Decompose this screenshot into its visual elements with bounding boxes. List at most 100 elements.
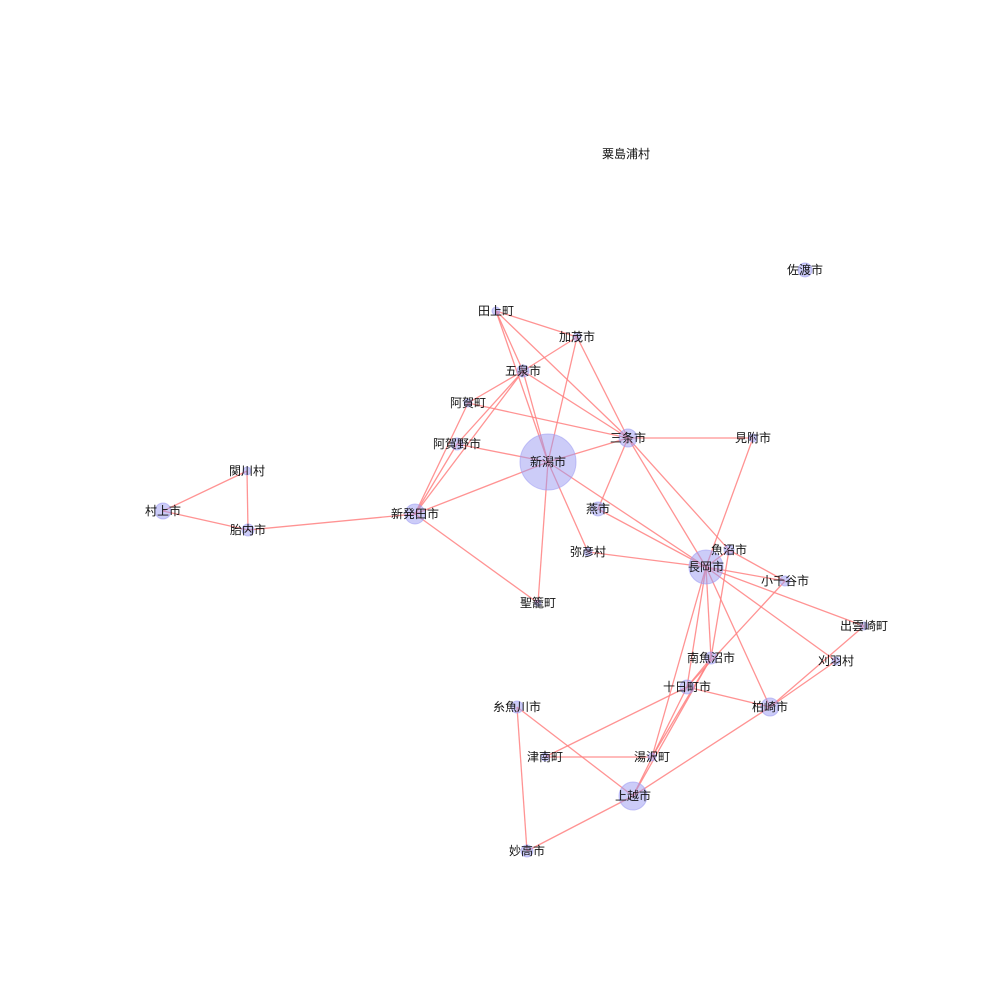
- node-kariwa: [831, 656, 841, 666]
- node-yahiko: [583, 547, 593, 557]
- edge-minamiuonuma-joetsu: [632, 657, 712, 797]
- edge-nagaoka-tokamachi: [686, 566, 707, 688]
- node-agano: [450, 437, 464, 451]
- node-label-minamiuonuma: 南魚沼市: [687, 650, 735, 665]
- edge-izumozaki-kashiwazaki: [769, 625, 865, 708]
- edge-ojiya-tokamachi: [686, 580, 786, 688]
- edge-sanjo-nagaoka: [627, 437, 707, 568]
- node-label-kashiwazaki: 柏崎市: [752, 699, 788, 714]
- edge-shibata-seiro: [414, 513, 539, 604]
- node-label-izumozaki: 出雲崎町: [840, 619, 888, 633]
- node-tokamachi: [679, 679, 695, 695]
- node-label-agano: 阿賀野市: [433, 436, 481, 451]
- edge-itoigawa-myoko: [516, 706, 528, 852]
- edge-nagaoka-kariwa: [705, 566, 837, 662]
- edge-nagaoka-yuzawa: [651, 566, 707, 758]
- node-myoko: [520, 844, 534, 858]
- edge-tagami-gosen: [495, 310, 524, 372]
- edge-kashiwazaki-joetsu: [632, 706, 771, 797]
- edge-sanjo-uonuma: [627, 437, 730, 551]
- edge-tokamachi-tsunan: [544, 686, 688, 758]
- node-label-aga: 阿賀町: [450, 396, 486, 410]
- edge-tagami-kamo: [495, 310, 578, 338]
- node-label-yahiko: 弥彦村: [570, 544, 606, 559]
- node-label-tagami: 田上町: [478, 304, 514, 318]
- edge-nagaoka-kashiwazaki: [705, 566, 771, 708]
- edge-tokamachi-joetsu: [632, 686, 688, 797]
- node-label-tokamachi: 十日町市: [663, 679, 711, 694]
- node-seiro: [534, 599, 542, 607]
- node-aga: [463, 398, 473, 408]
- node-tagami: [491, 306, 501, 316]
- edge-tsubame-nagaoka: [597, 508, 707, 568]
- node-tsunan: [540, 752, 550, 762]
- node-label-sekikawa: 関川村: [229, 464, 265, 478]
- node-tainai: [241, 523, 255, 537]
- node-label-kamo: 加茂市: [559, 329, 595, 344]
- edge-tainai-shibata: [247, 513, 416, 531]
- node-ojiya: [779, 575, 791, 587]
- node-joetsu: [618, 781, 648, 811]
- node-layer: [154, 262, 869, 858]
- node-uonuma: [723, 544, 735, 556]
- edge-murakami-tainai: [162, 510, 249, 531]
- node-label-ojiya: 小千谷市: [761, 573, 809, 588]
- node-label-sanjo: 三条市: [610, 430, 646, 445]
- node-label-niigata: 新潟市: [530, 454, 566, 469]
- node-label-yuzawa: 湯沢町: [634, 750, 670, 764]
- edge-layer: [162, 310, 865, 852]
- node-izumozaki: [859, 621, 869, 631]
- edge-yahiko-nagaoka: [587, 551, 707, 568]
- node-sanjo: [618, 428, 638, 448]
- edge-nagaoka-izumozaki: [705, 566, 865, 627]
- node-kamo: [572, 332, 582, 342]
- node-itoigawa: [510, 700, 524, 714]
- node-sekikawa: [242, 466, 252, 476]
- node-yuzawa: [647, 752, 657, 762]
- edge-gosen-aga: [467, 370, 524, 404]
- node-nagaoka: [688, 549, 724, 585]
- node-label-joetsu: 上越市: [615, 788, 651, 803]
- node-tsubame: [590, 501, 606, 517]
- node-label-tainai: 胎内市: [230, 522, 266, 537]
- edge-tokamachi-kashiwazaki: [686, 686, 771, 708]
- edge-itoigawa-joetsu: [516, 706, 634, 797]
- node-shibata: [404, 503, 426, 525]
- edge-uonuma-ojiya: [728, 549, 786, 582]
- node-label-tsunan: 津南町: [527, 749, 563, 764]
- edge-mitsuke-nagaoka: [705, 437, 754, 568]
- edge-uonuma-minamiuonuma: [710, 549, 730, 659]
- edge-aga-sanjo: [467, 402, 629, 439]
- edge-sekikawa-tainai: [246, 470, 249, 531]
- node-label-murakami: 村上市: [145, 503, 181, 518]
- node-niigata: [519, 433, 577, 491]
- node-label-awashimaura: 粟島浦村: [602, 146, 650, 161]
- node-label-myoko: 妙高市: [509, 843, 545, 858]
- node-label-kariwa: 刈羽村: [818, 654, 854, 668]
- node-kashiwazaki: [760, 697, 780, 717]
- edge-sanjo-tsubame: [597, 437, 629, 510]
- edge-sekikawa-murakami: [162, 470, 248, 512]
- edge-gosen-sanjo: [522, 370, 629, 439]
- edge-niigata-nagaoka: [547, 461, 707, 568]
- node-label-shibata: 新発田市: [391, 506, 439, 521]
- node-label-sado: 佐渡市: [787, 262, 823, 277]
- edge-agano-shibata: [414, 443, 458, 515]
- node-label-mitsuke: 見附市: [735, 430, 771, 445]
- edge-kamo-sanjo: [576, 336, 629, 439]
- node-murakami: [154, 502, 172, 520]
- node-label-seiro: 聖籠町: [520, 595, 556, 610]
- node-label-itoigawa: 糸魚川市: [493, 699, 541, 714]
- node-mitsuke: [748, 433, 758, 443]
- edge-aga-shibata: [414, 402, 469, 515]
- node-sado: [797, 262, 813, 278]
- node-minamiuonuma: [704, 651, 718, 665]
- node-label-tsubame: 燕市: [586, 501, 610, 516]
- edge-gosen-shibata: [414, 370, 524, 515]
- edge-joetsu-myoko: [526, 795, 634, 852]
- node-label-gosen: 五泉市: [505, 363, 541, 378]
- node-gosen: [516, 364, 530, 378]
- node-label-nagaoka: 長岡市: [688, 559, 724, 574]
